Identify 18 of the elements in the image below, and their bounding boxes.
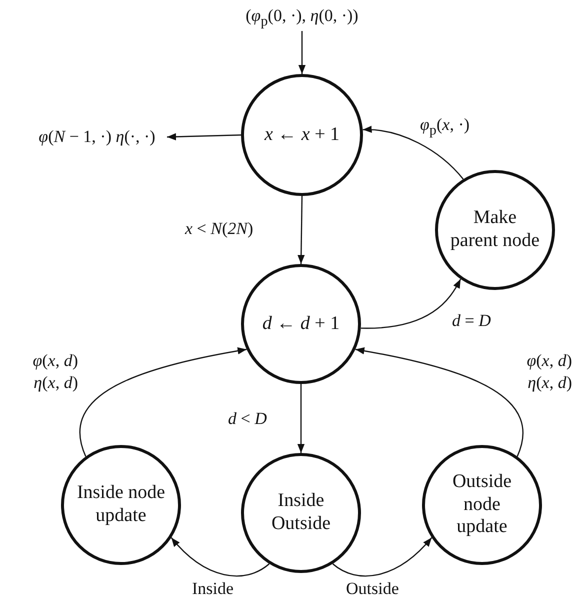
state-circle: d ← d + 1 [241, 264, 361, 384]
arrow [298, 196, 305, 264]
arrow [297, 384, 305, 453]
arrow [332, 537, 432, 576]
state-circle: Outside node update [422, 445, 542, 565]
arrow [362, 126, 464, 180]
state-circle: Inside Outside [241, 453, 361, 573]
arrow [166, 133, 242, 140]
arrow [170, 537, 270, 576]
state-circle: x ← x + 1 [241, 74, 363, 196]
arrow [360, 278, 462, 329]
arrow [355, 347, 524, 457]
arrow [79, 347, 247, 457]
state-circle: Make parent node [435, 170, 555, 290]
arrow [298, 31, 306, 74]
formula-text: (φ$_{p}$(0, ·), η(0, ·)) [212, 5, 392, 31]
formula-text: φ(N − 1, ·) η(·, ·) [27, 112, 167, 162]
state-circle: Inside node update [61, 445, 181, 565]
